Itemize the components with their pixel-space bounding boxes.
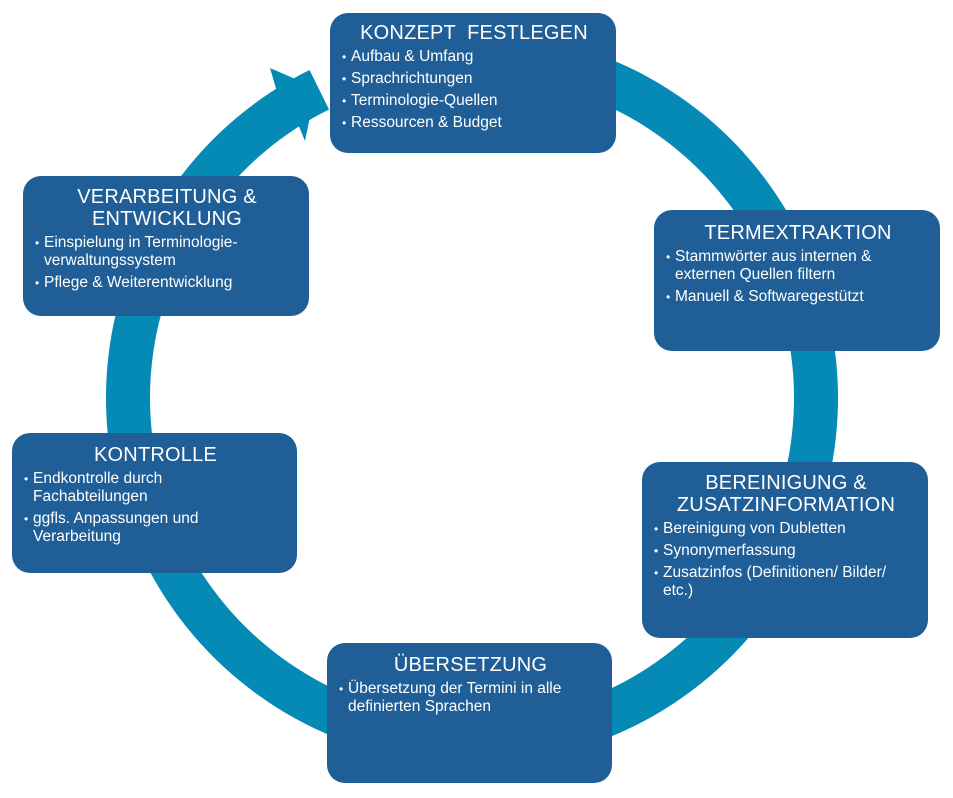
step-title: KONTROLLE (94, 444, 217, 466)
step-box-termextraktion: TERMEXTRAKTION •Stammwörter aus internen… (654, 210, 940, 351)
step-bullets: •Übersetzung der Termini in alle definie… (339, 680, 602, 716)
step-title: KONZEPT FESTLEGEN (360, 22, 588, 44)
step-title: TERMEXTRAKTION (704, 222, 892, 244)
bullet-item: •Ressourcen & Budget (342, 114, 502, 131)
step-box-uebersetzung: ÜBERSETZUNG •Übersetzung der Termini in … (327, 643, 612, 783)
bullet-item: •Aufbau & Umfang (342, 48, 474, 65)
bullet-item: •Sprachrichtungen (342, 70, 473, 87)
step-title: VERARBEITUNG & ENTWICKLUNG (77, 186, 263, 230)
bullet-item: •ggfls. Anpassungen und Verarbeitung (24, 510, 199, 545)
bullet-item: •Stammwörter aus internen & externen Que… (666, 248, 872, 283)
step-bullets: •Einspielung in Terminologie-verwaltungs… (35, 234, 299, 292)
step-title: ÜBERSETZUNG (393, 654, 548, 676)
bullet-item: •Pflege & Weiterentwicklung (35, 274, 233, 291)
bullet-item: •Terminologie-Quellen (342, 92, 498, 109)
bullet-item: •Endkontrolle durch Fachabteilungen (24, 470, 163, 505)
step-box-bereinigung: BEREINIGUNG & ZUSATZINFORMATION •Bereini… (642, 462, 928, 638)
step-box-kontrolle: KONTROLLE •Endkontrolle durch Fachabteil… (12, 433, 297, 573)
bullet-item: •Einspielung in Terminologie-verwaltungs… (35, 234, 238, 269)
bullet-item: •Zusatzinfos (Definitionen/ Bilder/ etc.… (654, 564, 887, 599)
step-title: BEREINIGUNG & ZUSATZINFORMATION (676, 472, 896, 516)
bullet-item: •Manuell & Softwaregestützt (666, 288, 864, 305)
step-box-verarbeitung: VERARBEITUNG & ENTWICKLUNG •Einspielung … (23, 176, 309, 316)
step-bullets: •Aufbau & Umfang •Sprachrichtungen •Term… (342, 48, 606, 132)
bullet-item: •Synonymerfassung (654, 542, 796, 559)
bullet-item: •Übersetzung der Termini in alle definie… (339, 680, 562, 715)
step-bullets: •Endkontrolle durch Fachabteilungen •ggf… (24, 470, 287, 546)
step-box-konzept: KONZEPT FESTLEGEN •Aufbau & Umfang •Spra… (330, 13, 616, 153)
bullet-item: •Bereinigung von Dubletten (654, 520, 846, 537)
step-bullets: •Bereinigung von Dubletten •Synonymerfas… (654, 520, 918, 600)
step-bullets: •Stammwörter aus internen & externen Que… (666, 248, 930, 306)
curved-arrow-icon (268, 68, 316, 141)
